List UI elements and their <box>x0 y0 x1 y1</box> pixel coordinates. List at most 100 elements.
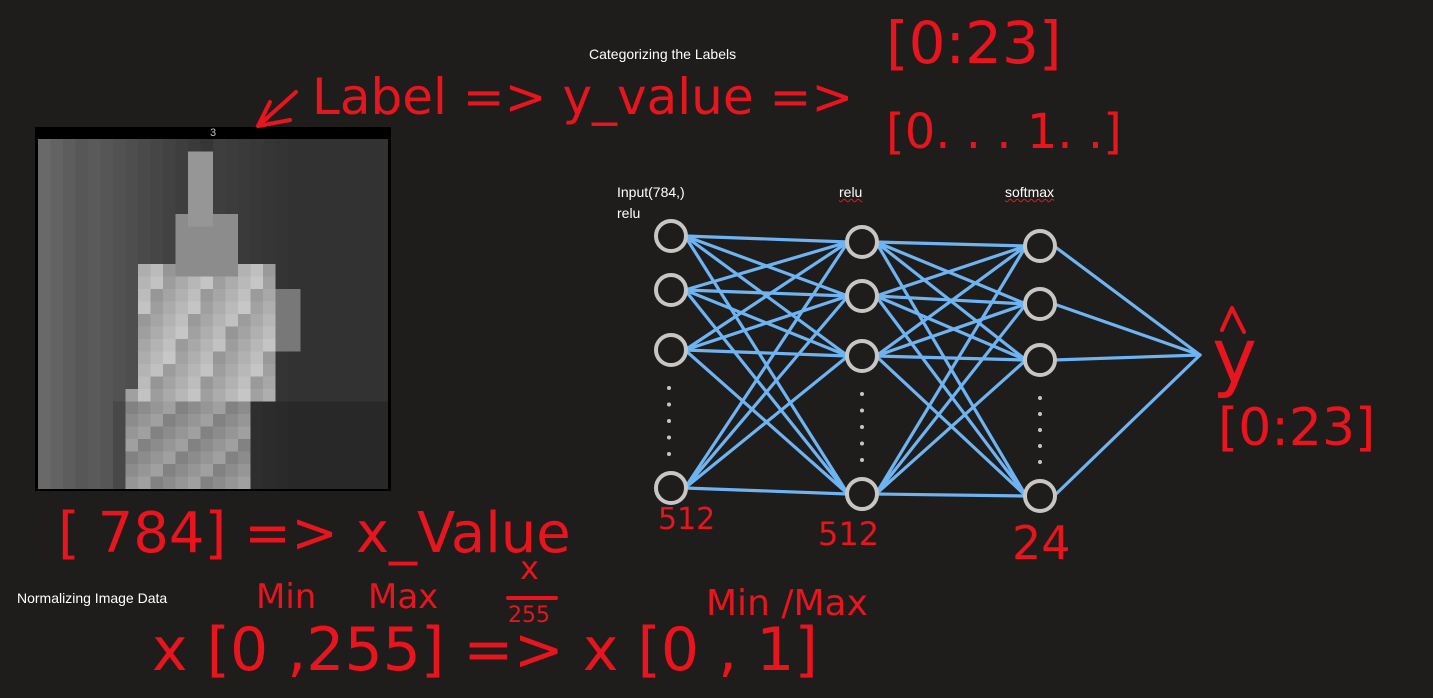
pixel <box>125 214 139 227</box>
pixel <box>375 389 388 402</box>
pixel <box>375 376 388 390</box>
pixel <box>288 326 301 340</box>
pixel <box>325 376 339 390</box>
pixel <box>275 476 289 489</box>
pixel <box>263 464 276 477</box>
pixel <box>150 376 164 390</box>
pixel <box>338 139 351 152</box>
pixel <box>63 214 76 227</box>
pixel <box>250 201 264 215</box>
pixel <box>250 376 264 390</box>
pixel <box>188 339 201 352</box>
pixel <box>375 239 388 252</box>
pixel <box>138 276 151 290</box>
pixel <box>238 276 251 290</box>
pixel <box>213 176 226 190</box>
pixel <box>263 239 276 252</box>
pixel <box>350 251 364 265</box>
pixel <box>50 264 64 277</box>
pixel <box>313 164 326 177</box>
pixel <box>325 401 339 415</box>
pixel <box>113 251 126 265</box>
pixel <box>50 251 64 265</box>
label-flow-note: Label => y_value => <box>312 68 854 126</box>
edge-hidden-2-0 <box>874 244 1028 358</box>
pixel <box>350 376 364 390</box>
pixel <box>225 251 239 265</box>
pixel <box>38 364 51 377</box>
ellipsis-dot-hidden-2 <box>860 425 864 429</box>
pixel <box>50 289 64 302</box>
pixel <box>325 326 339 340</box>
pixel <box>350 201 364 215</box>
pixel <box>50 276 64 290</box>
pixel <box>350 401 364 415</box>
pixel <box>325 464 339 477</box>
edge-input-0-0 <box>683 234 850 244</box>
pixel <box>175 164 189 177</box>
pixel <box>50 151 64 165</box>
pixel <box>113 214 126 227</box>
pixel <box>88 201 101 215</box>
pixel <box>163 251 176 265</box>
pixel <box>263 426 276 440</box>
pixel <box>200 226 214 240</box>
pixel <box>375 351 388 365</box>
pixel <box>275 351 289 365</box>
pixel <box>350 139 364 152</box>
pixel <box>275 364 289 377</box>
pixel <box>313 301 326 315</box>
pixel <box>175 339 189 352</box>
pixel <box>188 139 201 152</box>
pixel <box>375 476 388 489</box>
pixel <box>338 376 351 390</box>
pixel <box>88 464 101 477</box>
pixel <box>125 389 139 402</box>
pixel <box>200 426 214 440</box>
pixel <box>88 301 101 315</box>
pixel <box>63 151 76 165</box>
pixel <box>50 314 64 327</box>
output-layer-label: softmax <box>1005 184 1055 200</box>
pixel <box>200 314 214 327</box>
pixel <box>63 439 76 452</box>
pixel <box>225 414 239 427</box>
pixel <box>375 364 388 377</box>
pixel <box>213 151 226 165</box>
pixel <box>88 414 101 427</box>
pixel <box>125 464 139 477</box>
node-input-1 <box>654 273 688 307</box>
pixel <box>50 326 64 340</box>
pixel <box>225 401 239 415</box>
pixel <box>338 476 351 489</box>
pixel <box>150 276 164 290</box>
pixel <box>325 289 339 302</box>
pixel <box>300 376 314 390</box>
pixel <box>338 426 351 440</box>
pixel <box>188 451 201 465</box>
edge-output-1 <box>1052 302 1202 357</box>
node-hidden-2 <box>845 339 879 373</box>
pixel <box>288 226 301 240</box>
pixel <box>275 326 289 340</box>
pixel <box>300 464 314 477</box>
node-hidden-0 <box>845 225 879 259</box>
edge-input-2-1 <box>683 294 850 352</box>
pixel <box>225 164 239 177</box>
pixel <box>175 214 189 227</box>
pixel <box>288 164 301 177</box>
pixel <box>88 289 101 302</box>
pixel <box>300 389 314 402</box>
pixel <box>163 189 176 202</box>
pixel <box>338 151 351 165</box>
pixel <box>38 301 51 315</box>
pixel <box>75 476 89 489</box>
pixel <box>63 364 76 377</box>
pixel <box>163 426 176 440</box>
pixel <box>88 214 101 227</box>
pixel <box>188 389 201 402</box>
pixel <box>338 226 351 240</box>
pixel <box>238 139 251 152</box>
pixel <box>213 401 226 415</box>
pixel <box>263 376 276 390</box>
